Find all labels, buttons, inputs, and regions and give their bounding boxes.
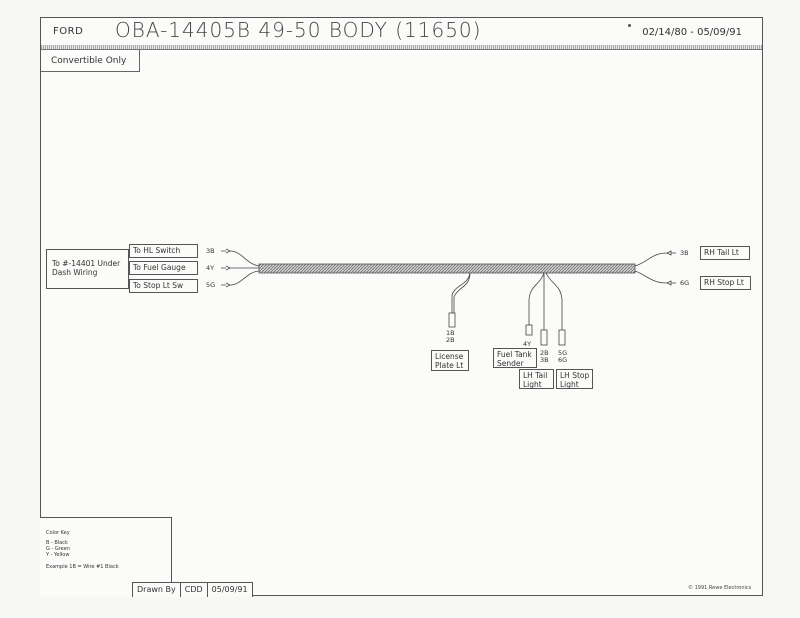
- drawn-by-block: Drawn By CDD 05/09/91: [132, 582, 253, 597]
- color-key-title: Color Key: [46, 530, 70, 536]
- convertible-note: Convertible Only: [41, 50, 140, 72]
- marker-dot: [628, 24, 631, 27]
- stop-switch-connector: To Stop Lt Sw: [129, 279, 198, 293]
- left-wires: [221, 248, 260, 288]
- maker-label: FORD: [53, 26, 84, 37]
- rear-branches: [525, 272, 566, 346]
- wire-code: 4Y: [206, 264, 215, 272]
- drawn-date: 05/09/91: [211, 585, 248, 594]
- main-harness: [258, 263, 636, 274]
- color-key-example: Example 1B = Wire #1 Black: [46, 564, 119, 570]
- hl-switch-connector: To HL Switch: [129, 244, 198, 258]
- date-range: 02/14/80 - 05/09/91: [642, 27, 742, 38]
- right-wires: [634, 250, 676, 286]
- color-key-entry: G - Green: [46, 546, 70, 552]
- lh-tail-light-box: LH Tail Light: [519, 369, 554, 389]
- copyright-notice: © 1991 Rewe Electronics: [688, 585, 752, 591]
- header-hatch: [41, 45, 762, 50]
- fuel-tank-sender-box: Fuel Tank Sender: [493, 348, 537, 368]
- fuel-wire-code: 4Y: [523, 340, 532, 348]
- rh-tail-light-connector: RH Tail Lt: [700, 246, 750, 260]
- lh-stop-wire-codes: 5G 6G: [558, 349, 568, 364]
- license-branch: [448, 272, 471, 328]
- wire-code: 5G: [206, 281, 216, 289]
- wire-code: 3B: [680, 249, 689, 257]
- license-wire-codes: 1B 2B: [446, 329, 455, 344]
- lh-stop-light-box: LH Stop Light: [556, 369, 593, 389]
- color-key-entry: Y - Yellow: [46, 552, 70, 558]
- drawing-title: OBA-14405B 49-50 BODY (11650): [115, 18, 482, 42]
- drawn-by-initials: CDD: [181, 583, 208, 597]
- wire-code: 3B: [206, 247, 215, 255]
- license-plate-light-box: License Plate Lt: [431, 350, 469, 371]
- lh-tail-wire-codes: 2B 3B: [540, 349, 549, 364]
- rh-stop-light-connector: RH Stop Lt: [700, 276, 751, 290]
- drawing-sheet: FORD OBA-14405B 49-50 BODY (11650) 02/14…: [40, 17, 763, 596]
- fuel-gauge-connector: To Fuel Gauge: [129, 261, 198, 275]
- color-key-entry: B - Black: [46, 540, 68, 546]
- drawn-by-label: Drawn By: [133, 583, 181, 597]
- under-dash-source: To #-14401 Under Dash Wiring: [46, 249, 129, 289]
- wire-code: 6G: [680, 279, 690, 287]
